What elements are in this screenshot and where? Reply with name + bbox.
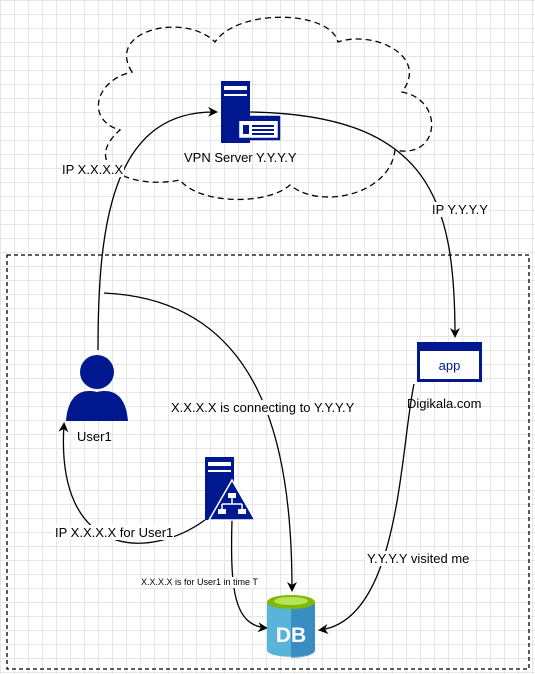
vpn-server-label: VPN Server Y.Y.Y.Y <box>184 150 297 165</box>
local-network-boundary <box>6 254 530 670</box>
edge-user-to-vpn <box>97 106 218 351</box>
network-server-icon <box>205 457 257 521</box>
edge-app-to-db <box>318 383 415 634</box>
edge-label-app-to-db: Y.Y.Y.Y visited me <box>366 551 471 566</box>
edge-label-isp-to-db: X.X.X.X is for User1 in time T <box>140 577 259 588</box>
edge-label-isp-to-user: IP X.X.X.X for User1 <box>54 525 175 540</box>
edge-user-to-db <box>103 292 297 592</box>
server-icon <box>221 81 281 143</box>
edge-isp-to-db <box>230 519 268 633</box>
user-label: User1 <box>77 429 112 444</box>
edge-label-vpn-to-app: IP Y.Y.Y.Y <box>431 202 489 217</box>
db-label: DB <box>276 624 306 647</box>
cloud-shape <box>97 16 433 201</box>
user-icon <box>66 355 128 421</box>
edge-label-user-to-vpn: IP X.X.X.X <box>61 162 125 177</box>
app-window-icon: app <box>417 342 482 382</box>
database-icon: DB <box>267 595 315 658</box>
edge-label-user-to-db: X.X.X.X is connecting to Y.Y.Y.Y <box>170 400 356 415</box>
app-icon-label: app <box>438 357 461 373</box>
website-label: Digikala.com <box>407 396 482 411</box>
edge-vpn-to-app <box>249 111 460 338</box>
